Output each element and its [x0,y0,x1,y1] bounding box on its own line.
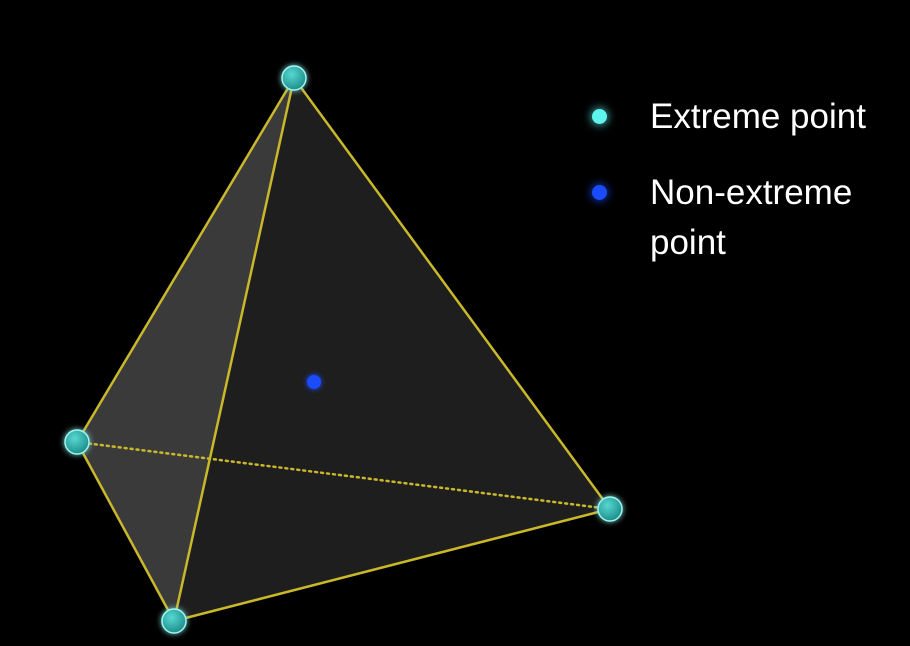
edge-left-bottom [75,440,176,623]
legend-label-non-extreme: Non-extreme point [650,173,853,262]
visible-edges [75,76,612,623]
left-face [77,78,294,621]
cyan-dot-icon [592,109,607,124]
hidden-edge [75,440,612,511]
legend-label-extreme: Extreme point [650,97,866,136]
extreme-point-right [597,496,623,522]
extreme-point-top [281,65,307,91]
legend-item-non-extreme: Non-extreme point [588,168,904,268]
edge-top-right [292,76,612,511]
front-face [174,78,610,621]
extreme-points [64,65,623,634]
non-extreme-point [307,375,321,389]
edge-top-left [75,76,296,444]
extreme-point-left [64,429,90,455]
legend-item-extreme: Extreme point [588,92,904,142]
edge-top-bottom [172,76,296,623]
edge-bottom-right [172,507,612,623]
extreme-point-bottom [161,608,187,634]
blue-dot-icon [592,185,607,200]
legend: Extreme point Non-extreme point [588,92,904,268]
